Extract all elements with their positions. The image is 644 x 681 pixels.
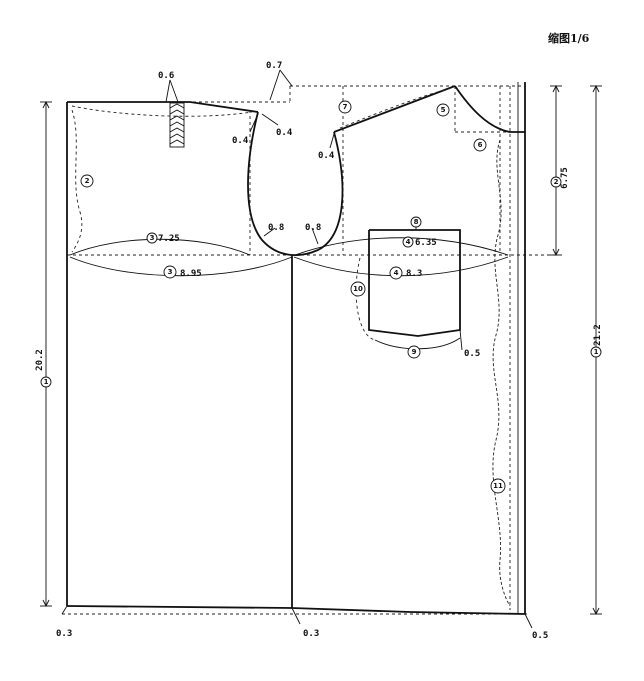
label-pocket-flap: 0.5 <box>464 349 480 359</box>
pocket-outline <box>368 229 461 337</box>
pocket <box>355 229 461 341</box>
label-shoulder-rise: 0.7 <box>266 61 282 71</box>
label-back-chest: 6.35 <box>415 238 437 248</box>
buttonhole-hatch <box>169 102 185 148</box>
label-length-left: 20.2 <box>35 349 45 371</box>
svg-text:4: 4 <box>406 238 411 246</box>
label-length-right: 21.2 <box>593 324 603 346</box>
pocket-dashed-left <box>355 257 376 341</box>
circled-markers: 1 1 2 2 3 3 4 4 <box>40 100 602 494</box>
svg-text:2: 2 <box>85 177 90 185</box>
svg-text:9: 9 <box>412 348 417 356</box>
measurement-labels: 0.6 0.7 0.4 0.4 0.4 0.8 0.8 7.25 6.35 8.… <box>35 61 603 641</box>
back-neck-line <box>454 85 525 133</box>
svg-text:4: 4 <box>394 269 399 277</box>
marker-2-back: 2 <box>550 176 562 188</box>
marker-4-back-width: 4 <box>389 266 403 280</box>
construction-lines <box>62 85 555 615</box>
label-hem-right: 0.5 <box>532 631 548 641</box>
leader-lines <box>61 69 533 629</box>
label-collar-notch: 0.6 <box>158 71 174 81</box>
label-underarm-back: 0.8 <box>305 223 321 233</box>
label-armhole-depth: 6.75 <box>560 167 570 189</box>
label-shoulder-back: 0.4 <box>318 151 335 161</box>
svg-text:11: 11 <box>493 482 503 490</box>
marker-3-front-width: 3 <box>163 265 177 279</box>
svg-text:1: 1 <box>44 378 49 386</box>
marker-1-right: 1 <box>590 346 602 358</box>
svg-text:2: 2 <box>554 178 559 186</box>
label-hem-left: 0.3 <box>56 629 72 639</box>
svg-text:10: 10 <box>353 285 363 293</box>
label-front-width: 8.95 <box>180 269 202 279</box>
svg-text:8: 8 <box>414 218 419 226</box>
label-hem-center: 0.3 <box>303 629 319 639</box>
svg-text:3: 3 <box>168 268 173 276</box>
marker-3-front: 3 <box>146 232 158 244</box>
armhole-curve <box>247 111 344 256</box>
svg-text:7: 7 <box>343 103 348 111</box>
back-shoulder-dashed <box>339 87 453 129</box>
marker-8: 8 <box>410 216 422 228</box>
marker-9: 9 <box>407 345 421 359</box>
label-front-chest: 7.25 <box>158 234 180 244</box>
marker-1-left: 1 <box>40 376 52 388</box>
svg-text:1: 1 <box>594 348 599 356</box>
marker-10: 10 <box>350 281 366 297</box>
marker-5: 5 <box>436 103 450 117</box>
marker-11: 11 <box>490 478 506 494</box>
label-back-width: 8.3 <box>406 269 422 279</box>
front-shoulder-line <box>67 101 259 113</box>
svg-text:5: 5 <box>441 106 446 114</box>
back-shoulder-line <box>333 85 456 133</box>
marker-6: 6 <box>473 138 487 152</box>
marker-3-back: 4 <box>402 236 414 248</box>
label-shoulder-front-inner: 0.4 <box>232 136 249 146</box>
scale-label: 缩图1/6 <box>548 31 590 45</box>
svg-text:3: 3 <box>150 234 155 242</box>
back-side-wavy <box>492 139 511 607</box>
marker-2-front: 2 <box>80 174 94 188</box>
label-underarm-front: 0.8 <box>268 223 284 233</box>
garment-outline <box>66 82 526 615</box>
svg-text:6: 6 <box>478 141 483 149</box>
label-shoulder-front-outer: 0.4 <box>276 128 293 138</box>
hem-line <box>66 605 526 615</box>
front-neckline-dashed <box>71 105 253 117</box>
front-edge-wavy <box>71 109 83 253</box>
marker-7: 7 <box>338 100 352 114</box>
